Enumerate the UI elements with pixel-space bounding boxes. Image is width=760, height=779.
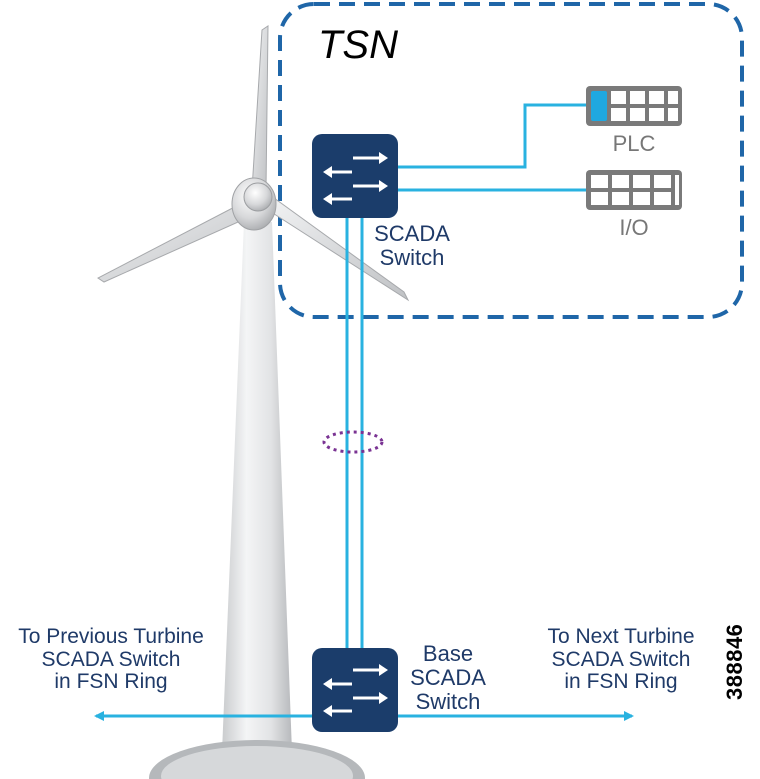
link-bundle-indicator [322, 430, 384, 454]
turbine-blade-left [97, 199, 257, 283]
wind-turbine-illustration [97, 25, 410, 779]
io-device-icon [586, 170, 682, 210]
plc-label: PLC [612, 131, 656, 156]
tsn-links [398, 103, 586, 192]
tsn-region [278, 2, 744, 319]
base-scada-switch-label: Base SCADA Switch [410, 641, 486, 714]
scada-switch-label: SCADA Switch [374, 221, 450, 270]
next-turbine-label: To Next Turbine SCADA Switch in FSN Ring [547, 625, 695, 694]
plc-device-icon [586, 86, 682, 126]
figure-id: 388846 [722, 623, 747, 700]
previous-turbine-label: To Previous Turbine SCADA Switch in FSN … [18, 625, 204, 694]
io-label: I/O [619, 215, 649, 240]
scada-switch [312, 134, 398, 218]
turbine-blade-top [251, 25, 269, 191]
turbine-tower [222, 222, 292, 752]
tsn-title: TSN [318, 23, 398, 67]
link-scada-to-plc [398, 103, 586, 169]
switch-arrows-icon [323, 152, 388, 205]
base-switch-arrows-icon [323, 664, 388, 717]
turbine-hub [243, 182, 273, 212]
base-scada-switch [312, 648, 398, 732]
